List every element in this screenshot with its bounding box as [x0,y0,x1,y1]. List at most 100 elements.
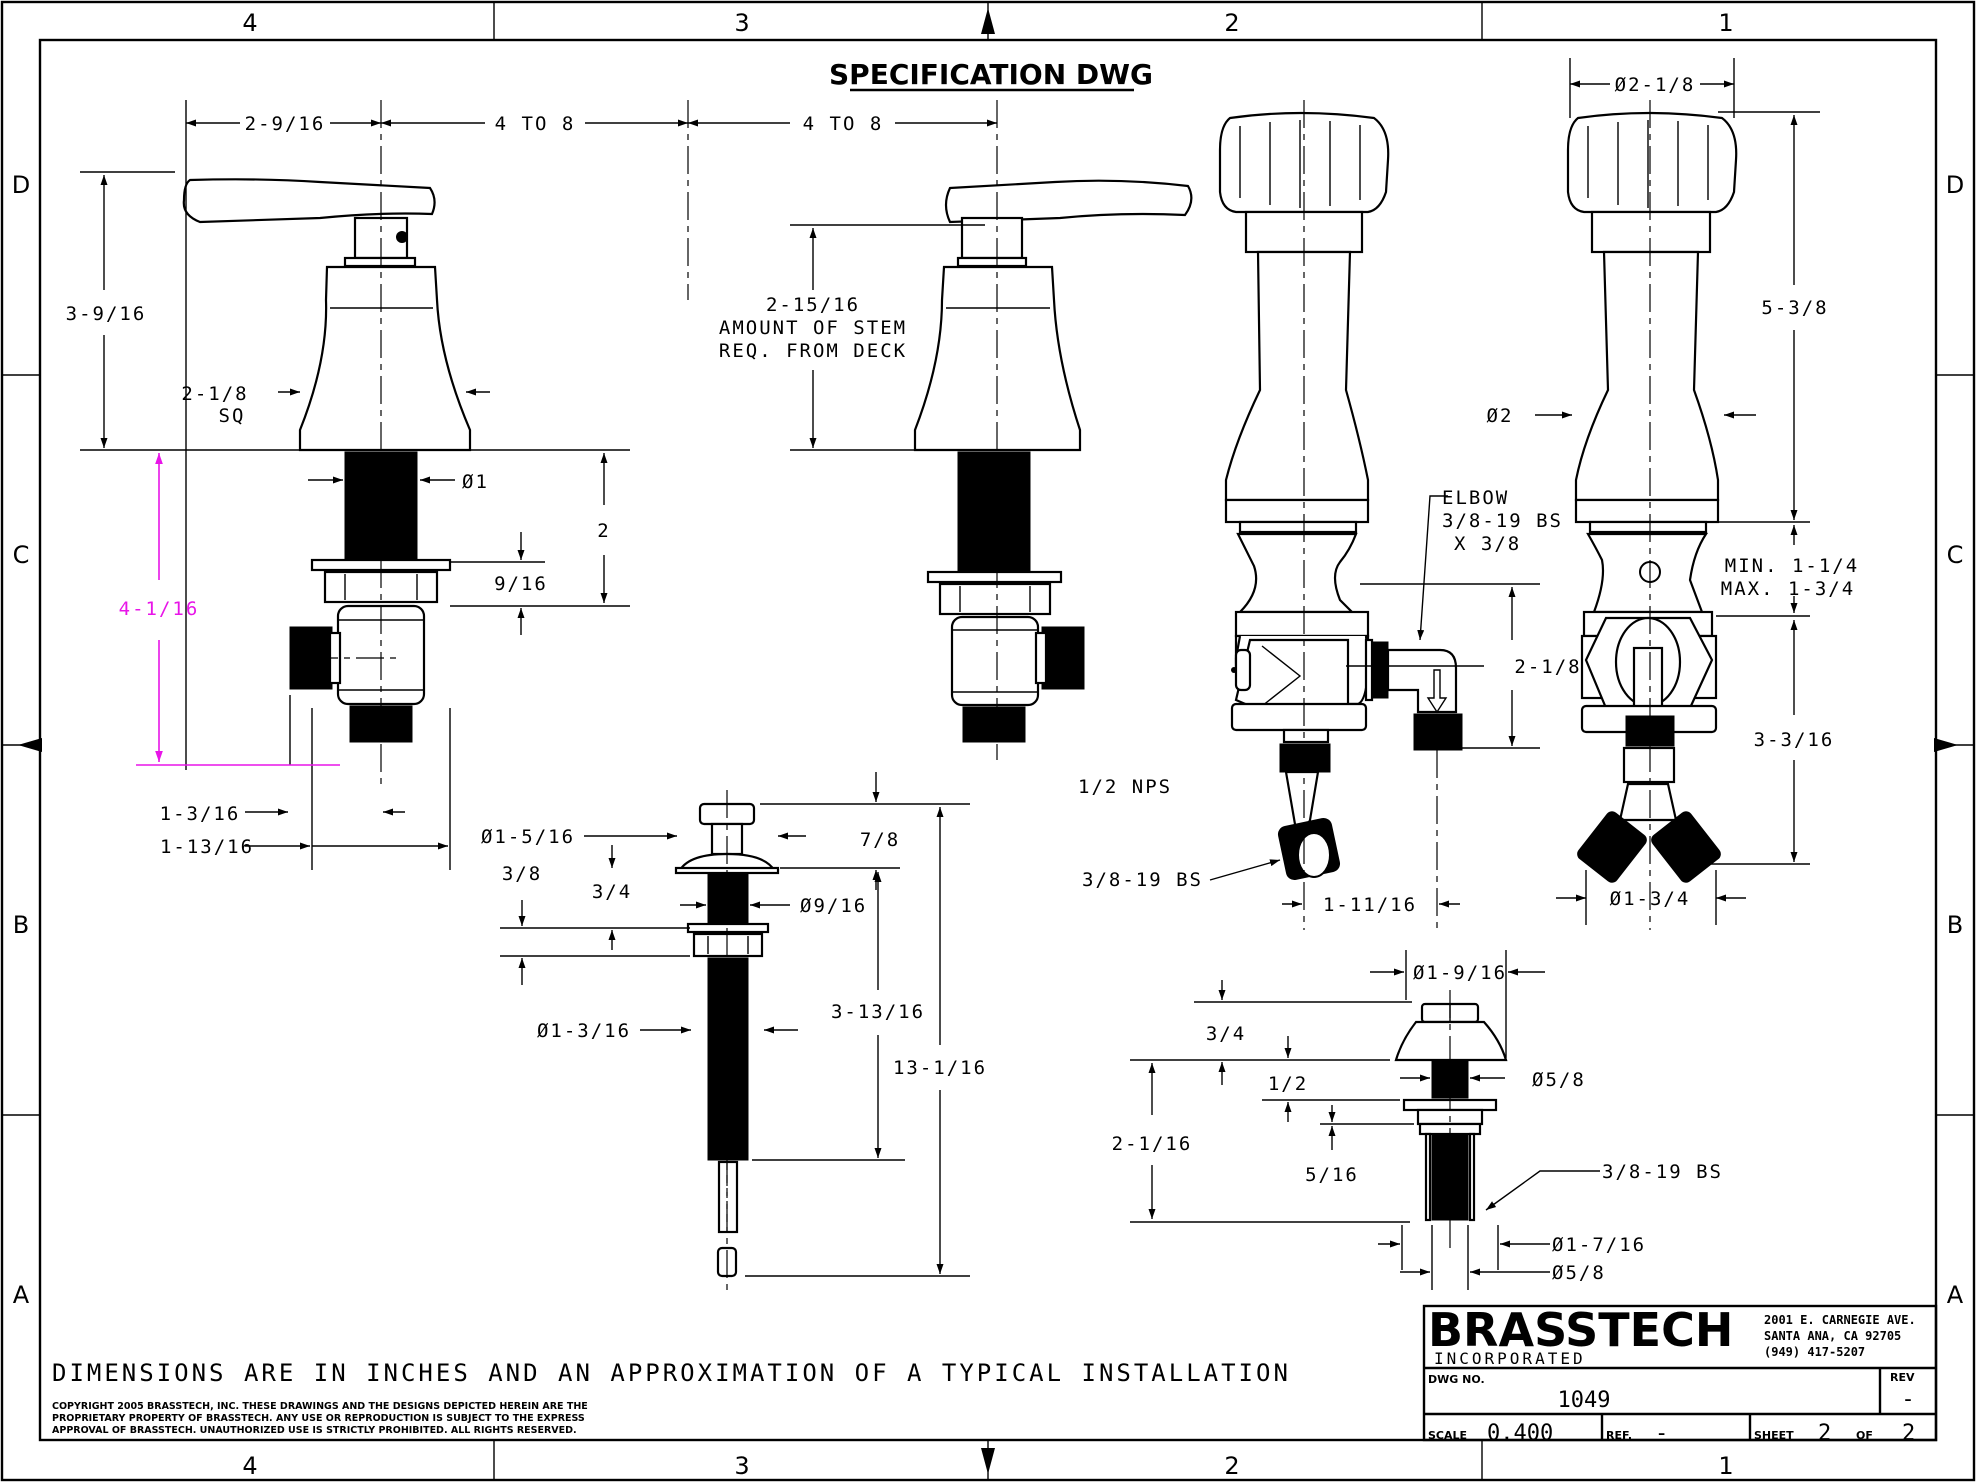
dwg-no-value: 1049 [1558,1388,1611,1413]
popup-rod-view [500,790,970,1290]
left-valve-dimensions: 2-9/16 4 TO 8 3-9/16 2-1/8 SQ Ø1 2 9/16 … [66,113,688,858]
label-elbow-a: ELBOW [1442,487,1509,509]
zone-row-b-right: B [1947,911,1963,939]
title-block: BRASSTECH INCORPORATED 2001 E. CARNEGIE … [1422,1303,1938,1446]
right-valve-dimensions: 4 TO 8 2-15/16 AMOUNT OF STEM REQ. FROM … [688,113,997,448]
sheets-value: 2 [1902,1421,1915,1446]
company-address-2: SANTA ANA, CA 92705 [1764,1329,1901,1343]
dim-drain-neck-dia: Ø5/8 [1532,1069,1586,1091]
dim-nut-gap: 9/16 [494,573,548,595]
dim-drain-dia: Ø1-9/16 [1413,962,1507,984]
scale-label: SCALE [1428,1429,1467,1442]
dim-spout-top-dia: Ø2-1/8 [1615,74,1696,96]
left-valve-view [80,100,630,870]
label-inlet-thread: 3/8-19 BS [1082,869,1203,891]
spout-side-view [1218,100,1540,930]
zone-col-3-top: 3 [734,9,749,37]
rev-label: REV [1890,1371,1915,1384]
zone-row-a-right: A [1947,1281,1964,1309]
zone-row-c-right: C [1947,541,1964,569]
dim-drain-top: 3/4 [1206,1023,1246,1045]
zone-row-a-left: A [13,1281,30,1309]
zone-row-d-left: D [12,171,30,199]
dim-popup-flange: 3/8 [502,863,542,885]
dim-popup-flange-b: 3/4 [592,881,632,903]
zone-row-b-left: B [13,911,29,939]
label-elbow-c: X 3/8 [1454,533,1521,555]
ref-label: REF. [1606,1429,1632,1442]
dim-elbow-height: 2-1/8 [1514,656,1581,678]
right-valve-view [687,100,1193,760]
dim-spout-base-dia: Ø2 [1487,405,1514,427]
zone-col-1-bottom: 1 [1718,1452,1733,1480]
sheet-label: SHEET [1754,1429,1794,1442]
dim-spread-left: 4 TO 8 [495,113,576,135]
drain-view [1130,950,1508,1290]
copyright-line-1: COPYRIGHT 2005 BRASSTECH, INC. THESE DRA… [52,1401,588,1412]
zone-labels: 4 3 2 1 4 3 2 1 D C B A D C B A [12,9,1964,1480]
company-sub: INCORPORATED [1434,1349,1586,1368]
spout-front-dimensions: Ø2-1/8 5-3/8 Ø2 MIN. 1-1/4 MAX. 1-3/4 3-… [1487,74,1859,910]
popup-rod-dimensions: Ø1-5/16 7/8 3/4 3/8 Ø9/16 Ø1-3/16 3-13/1… [481,772,987,1274]
dimension-note: DIMENSIONS ARE IN INCHES AND AN APPROXIM… [52,1359,1291,1387]
dim-drain-nut-dia: Ø1-7/16 [1552,1234,1646,1256]
company-logo: BRASSTECH [1428,1303,1733,1357]
dim-drain-half: 1/2 [1268,1073,1308,1095]
dim-valve-height: 3-9/16 [66,303,147,325]
dim-popup-rod-dia: Ø9/16 [800,895,867,917]
spout-side-dimensions: ELBOW 3/8-19 BS X 3/8 2-1/8 1/2 NPS 3/8-… [1078,487,1581,916]
dim-drain-nut: 5/16 [1305,1164,1359,1186]
ref-value: - [1655,1421,1668,1446]
zone-col-1-top: 1 [1718,9,1733,37]
dim-stem-depth: 4-1/16 [119,598,200,620]
dim-stem-amount-c: REQ. FROM DECK [719,340,907,362]
drawing-title: SPECIFICATION DWG [829,58,1153,91]
dim-tee-dia: Ø1-3/4 [1610,888,1691,910]
zone-col-4-bottom: 4 [242,1452,257,1480]
copyright-line-3: APPROVAL OF BRASSTECH. UNAUTHORIZED USE … [52,1425,577,1436]
dim-inlet-offset-b: 1-13/16 [160,836,254,858]
zone-col-4-top: 4 [242,9,257,37]
dim-handle-offset: 2-9/16 [245,113,326,135]
dim-shank-dia: Ø1 [462,471,489,493]
dwg-no-label: DWG NO. [1428,1373,1485,1386]
rev-value: - [1901,1387,1914,1412]
dim-deck-max: MAX. 1-3/4 [1721,578,1855,600]
of-label: OF [1856,1429,1873,1442]
dim-inlet-offset-a: 1-3/16 [160,803,241,825]
label-elbow-b: 3/8-19 BS [1442,510,1563,532]
label-nps: 1/2 NPS [1078,776,1172,798]
dim-drain-shank-dia: Ø5/8 [1552,1262,1606,1284]
company-address-1: 2001 E. CARNEGIE AVE. [1764,1313,1916,1327]
dim-drain-len: 2-1/16 [1112,1133,1193,1155]
dim-deck-min: MIN. 1-1/4 [1725,555,1859,577]
zone-col-3-bottom: 3 [734,1452,749,1480]
dim-spread-right: 4 TO 8 [803,113,884,135]
dim-popup-top: 7/8 [860,829,900,851]
copyright-line-2: PROPRIETARY PROPERTY OF BRASSTECH. ANY U… [52,1413,585,1424]
scale-value: 0.400 [1487,1421,1553,1446]
zone-row-c-left: C [13,541,30,569]
dim-spout-shank: 3-3/16 [1754,729,1835,751]
dim-popup-thread-len: 3-13/16 [831,1001,925,1023]
drain-dimensions: Ø1-9/16 3/4 Ø5/8 1/2 2-1/16 5/16 3/8-19 … [1112,962,1723,1284]
dim-popup-knob-dia: Ø1-5/16 [481,826,575,848]
dim-stem-amount-a: 2-15/16 [766,294,860,316]
dim-stem-amount-b: AMOUNT OF STEM [719,317,907,339]
dim-elbow-offset: 1-11/16 [1323,894,1417,916]
dim-shank-len: 2 [597,520,610,542]
dim-base-square-a: 2-1/8 [181,383,248,405]
sheet-value: 2 [1818,1421,1831,1446]
zone-col-2-top: 2 [1224,9,1239,37]
label-drain-thread: 3/8-19 BS [1602,1161,1723,1183]
company-phone: (949) 417-5207 [1764,1345,1865,1359]
dim-popup-total: 13-1/16 [893,1057,987,1079]
zone-row-d-right: D [1946,171,1964,199]
dim-spout-height: 5-3/8 [1761,297,1828,319]
spout-front-view [1566,58,1820,930]
dim-base-square-b: SQ [219,405,246,427]
zone-col-2-bottom: 2 [1224,1452,1239,1480]
dim-popup-nut-dia: Ø1-3/16 [537,1020,631,1042]
